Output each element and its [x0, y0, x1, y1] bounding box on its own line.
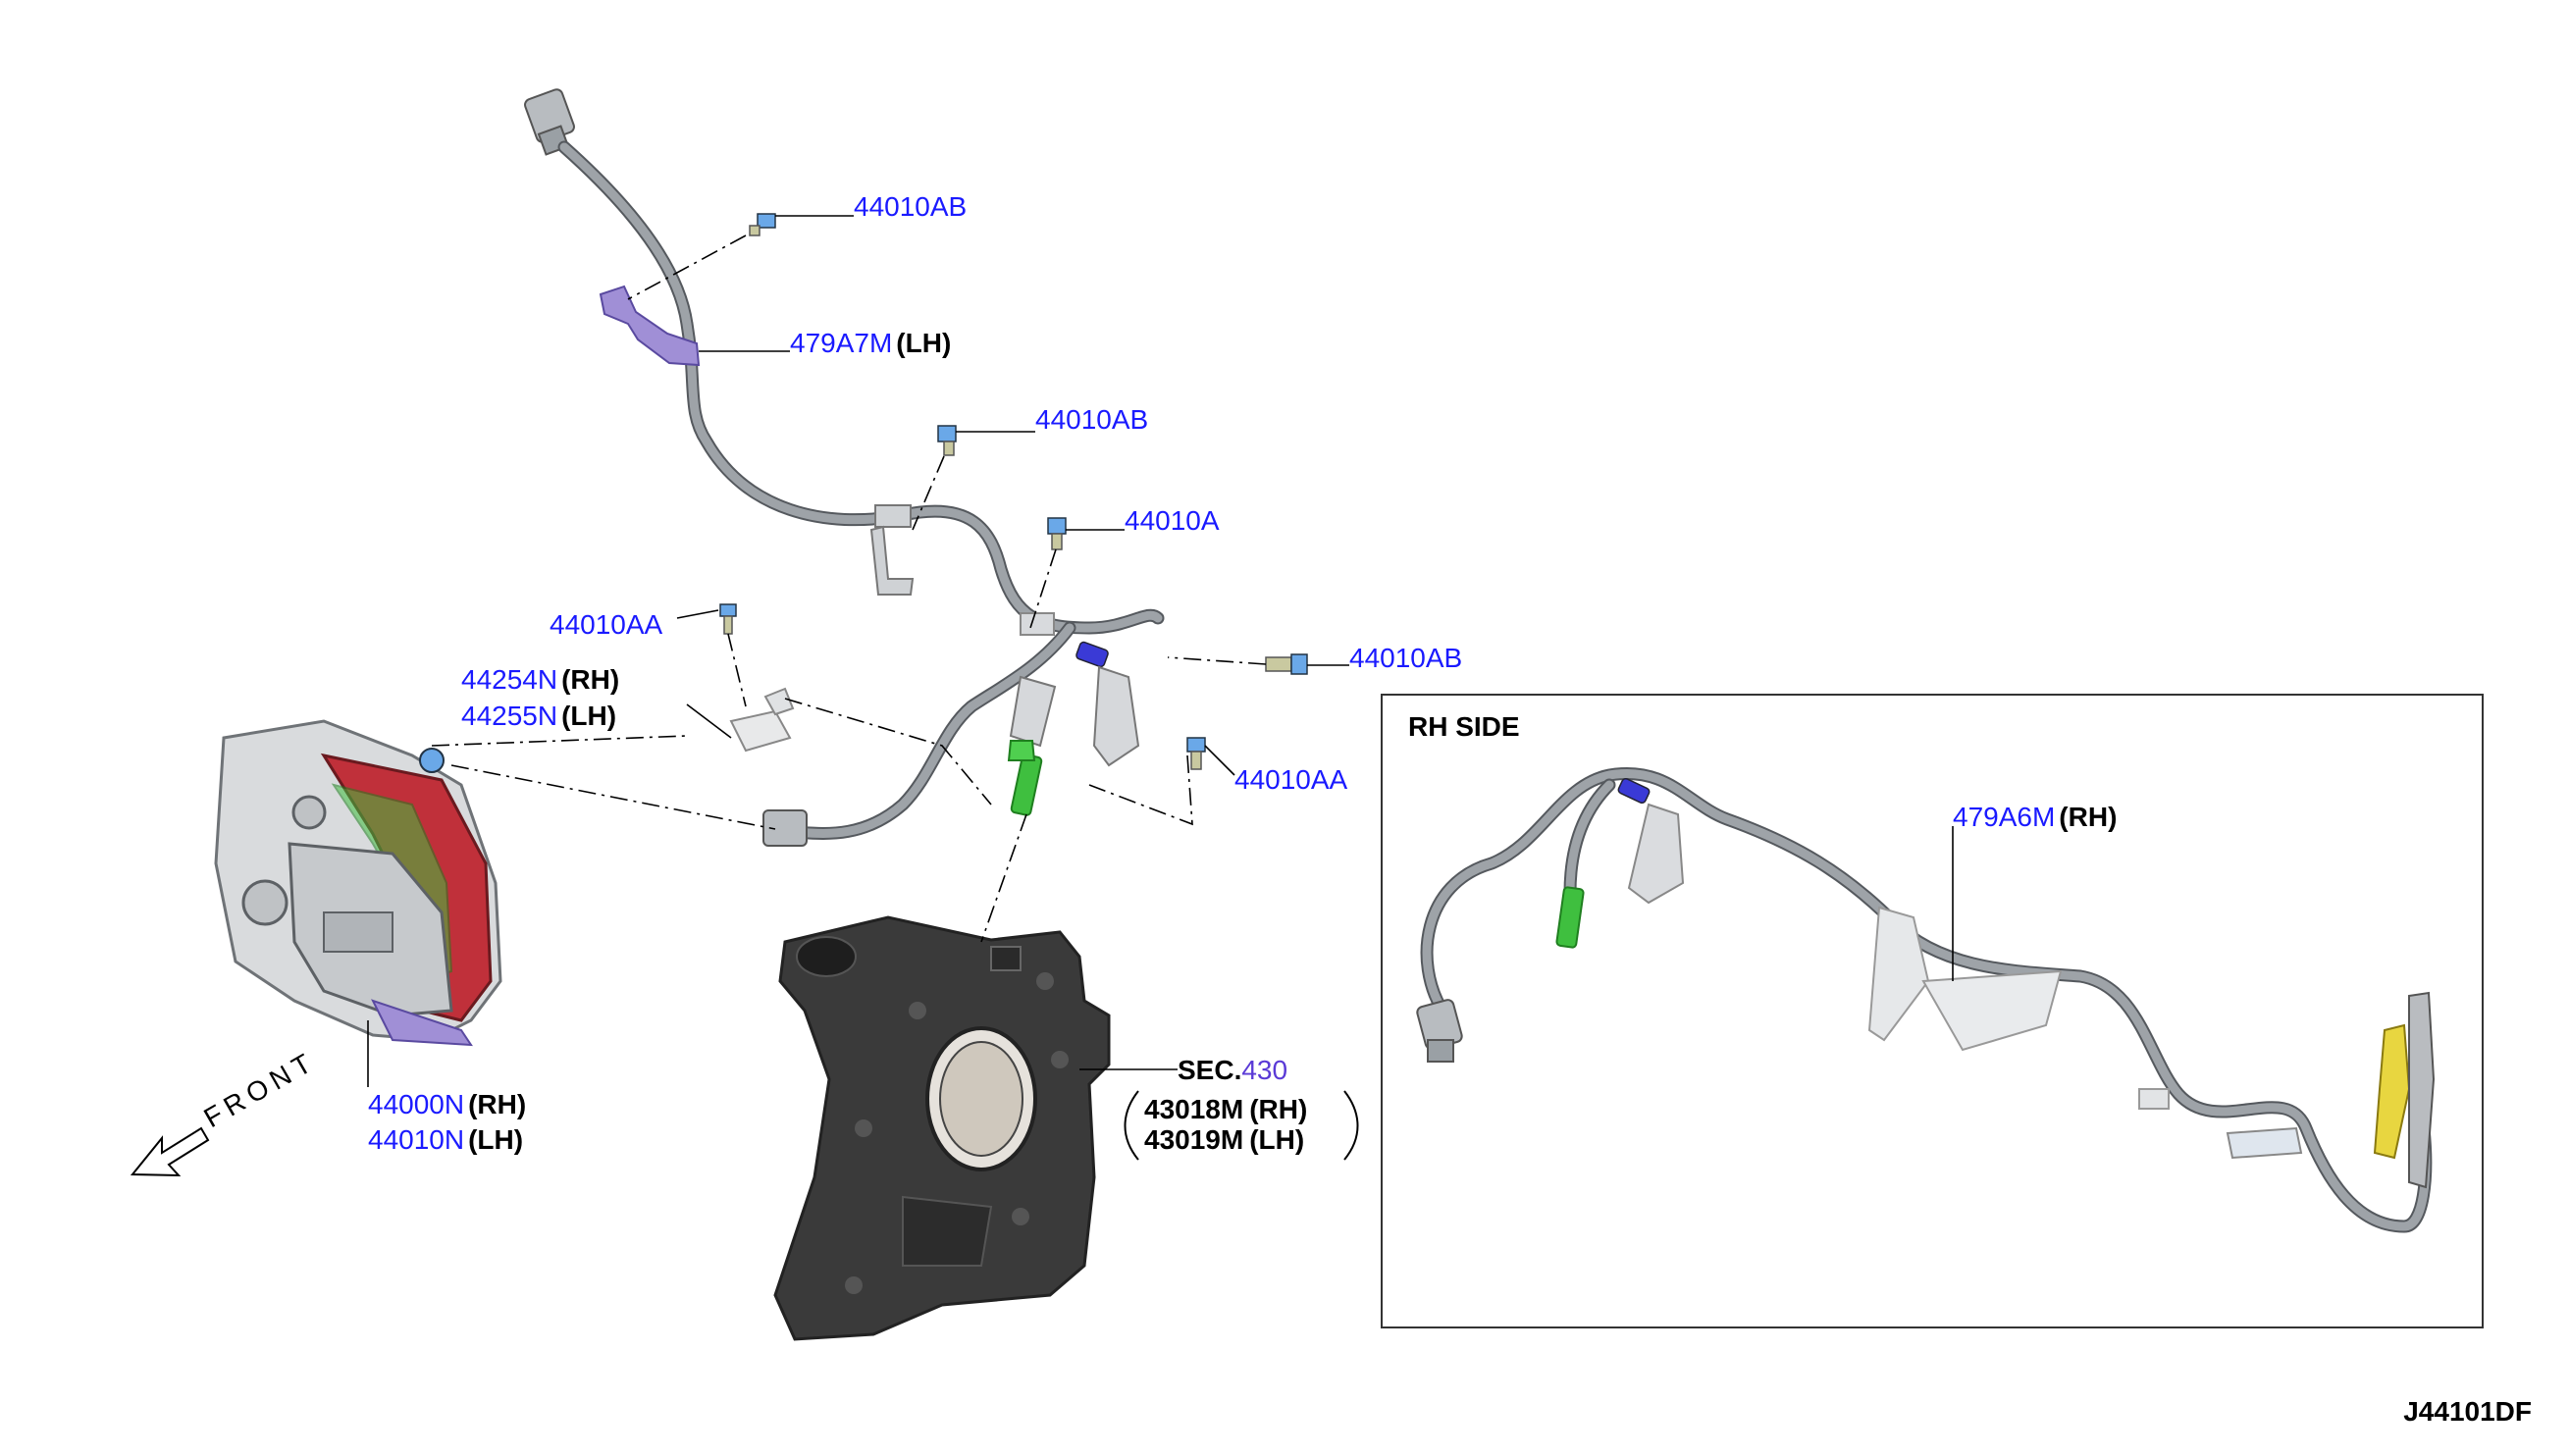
callout-43019m: 43019M(LH)	[1144, 1124, 1304, 1155]
rh-bracket-d	[2226, 1126, 2303, 1160]
bolt-44010ab-top	[749, 213, 776, 236]
callout-44010aa-left: 44010AA	[550, 609, 663, 640]
steering-knuckle	[773, 915, 1111, 1341]
callout-44000n: 44000N(RH)	[368, 1089, 526, 1119]
callout-44010aa-right: 44010AA	[1234, 764, 1348, 795]
diagram-code: J44101DF	[2403, 1396, 2532, 1427]
callout-44010ab-middle: 44010AB	[1035, 404, 1148, 435]
bolt-44010ab-right	[1265, 653, 1308, 675]
bolt-44010a	[1047, 517, 1067, 550]
callout-44010n: 44010N(LH)	[368, 1124, 523, 1155]
rh-bracket-c	[1921, 969, 2063, 1052]
front-direction-arrow: FRONT	[130, 1045, 322, 1177]
rh-bracket-b	[1867, 906, 1930, 1042]
rh-harness-connector	[1416, 999, 1463, 1063]
knuckle-bracket-left	[1124, 1090, 1139, 1161]
lh-wheel-speed-sensor	[1007, 740, 1043, 816]
knuckle-bracket-right	[1343, 1090, 1359, 1161]
rh-wheel-speed-sensor	[1555, 886, 1585, 949]
inset-title: RH SIDE	[1408, 711, 1520, 742]
bolt-44010ab-middle	[937, 425, 957, 456]
callout-479a7m: 479A7M(LH)	[790, 328, 951, 358]
callout-44254n: 44254N(RH)	[461, 664, 619, 695]
rh-bracket-yellow	[2373, 1023, 2411, 1160]
rh-bracket-dark	[2408, 991, 2436, 1189]
lh-harness-bracket	[599, 285, 701, 367]
leader-lines	[367, 215, 1349, 1087]
front-label: FRONT	[199, 1045, 322, 1133]
callout-sec-430: SEC.430	[1178, 1055, 1287, 1085]
bolt-44010aa-right	[1186, 737, 1206, 770]
callout-44255n: 44255N(LH)	[461, 701, 616, 731]
rh-connector-sleeve	[1617, 777, 1651, 805]
callout-43018m: 43018M(RH)	[1144, 1094, 1307, 1124]
callout-44010a: 44010A	[1125, 505, 1220, 536]
lh-wheel-speed-sensor-harness	[524, 88, 1165, 847]
rh-bracket-a	[1627, 803, 1685, 905]
dash-lines	[431, 234, 1267, 943]
callout-44010ab-top: 44010AB	[854, 191, 967, 222]
rh-side-inset: RH SIDE 479A6M(RH)	[1381, 694, 2484, 1328]
callout-44010ab-right: 44010AB	[1349, 643, 1462, 673]
callout-479a6m: 479A6M(RH)	[1953, 802, 2117, 832]
shim-44254n-44255n	[729, 687, 795, 753]
brake-caliper	[214, 719, 502, 1047]
bolt-44010aa-left	[719, 603, 737, 635]
rh-clip-a	[2138, 1088, 2170, 1110]
